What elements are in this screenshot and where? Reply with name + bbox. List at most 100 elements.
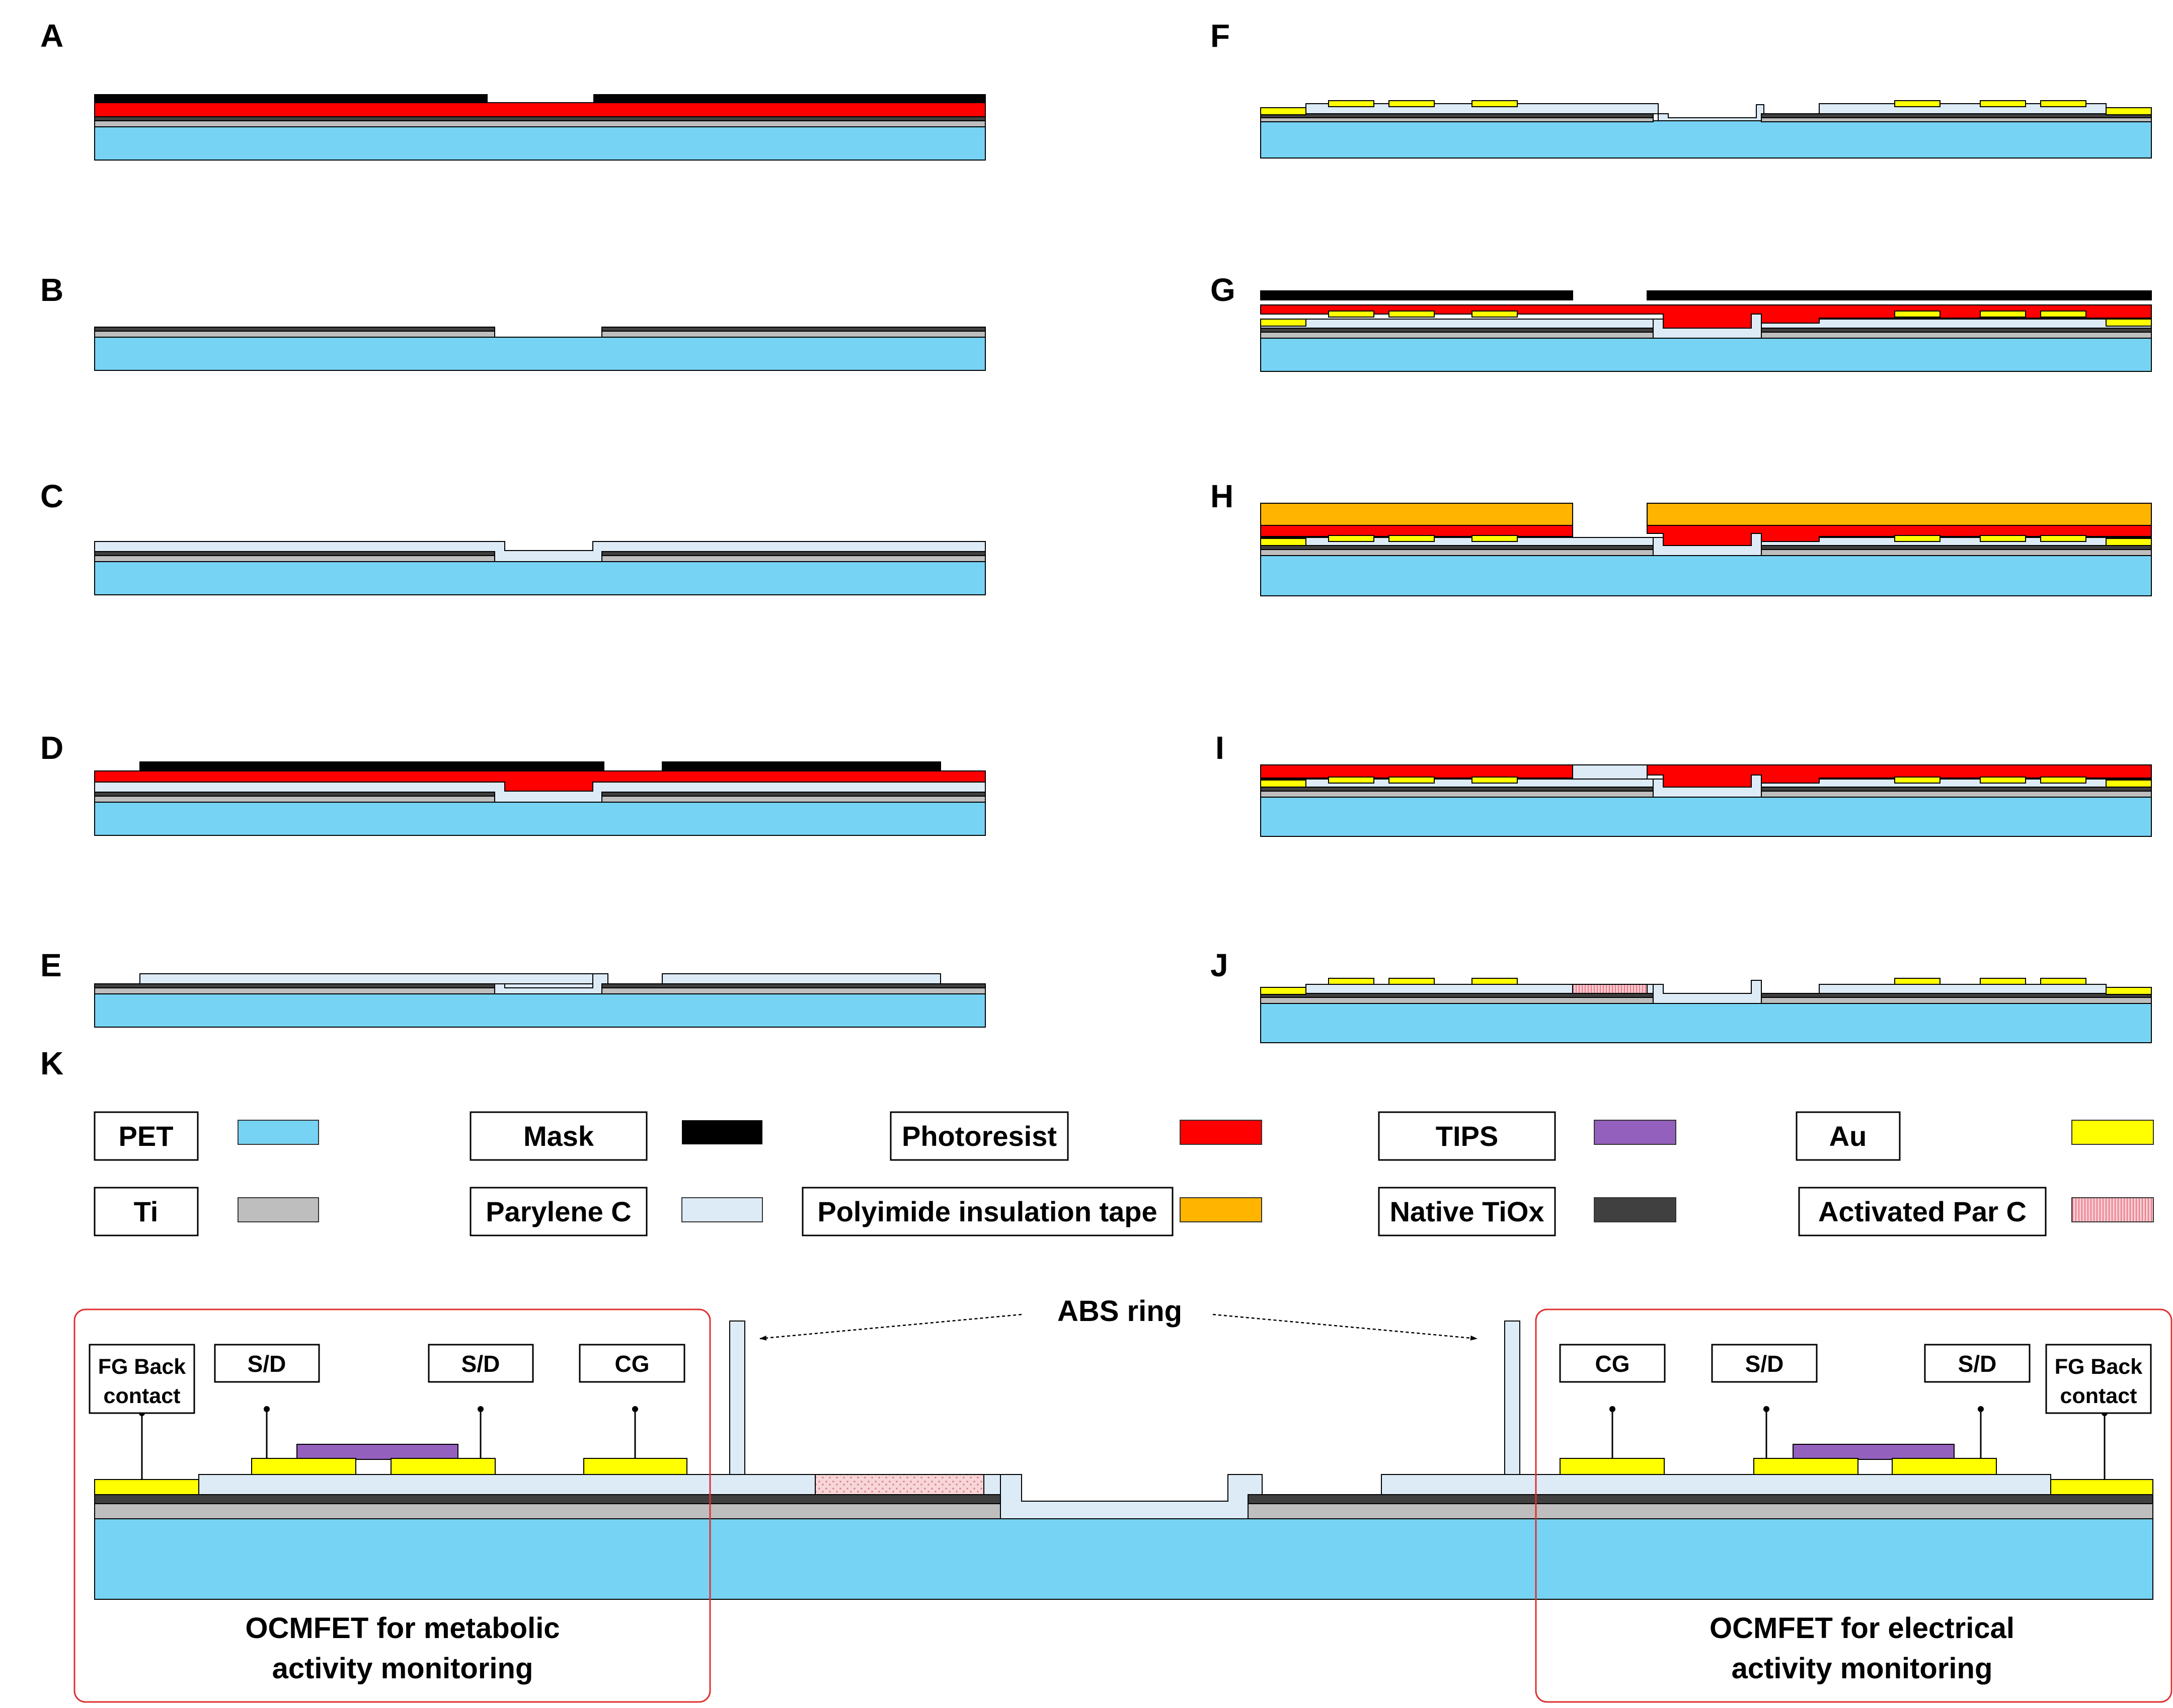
au-contact xyxy=(2106,538,2152,546)
ti-layer xyxy=(1761,117,2152,122)
parylene-trench xyxy=(1653,774,1762,798)
terminal-dot xyxy=(1763,1406,1769,1412)
au-electrode xyxy=(1980,777,2026,784)
au-electrode xyxy=(1980,310,2026,318)
ti-layer xyxy=(1761,997,2152,1004)
tape-layer xyxy=(1260,503,1573,526)
au-electrode xyxy=(2040,777,2086,784)
legend-swatch-activated xyxy=(2071,1197,2154,1222)
parylene-layer xyxy=(1381,1474,2051,1495)
au-electrode xyxy=(1328,978,1374,985)
panel-label-f: F xyxy=(1210,18,1230,54)
panel-label-i: I xyxy=(1215,730,1224,766)
parylene-trench xyxy=(1653,533,1762,556)
terminal-dot xyxy=(1609,1406,1615,1412)
legend-label-mask: Mask xyxy=(523,1120,594,1152)
tips-semiconductor xyxy=(296,1444,458,1460)
ti-layer xyxy=(1761,549,2152,556)
au-electrode xyxy=(1471,535,1518,542)
au-electrode xyxy=(1980,535,2026,542)
parylene-layer xyxy=(1260,779,1654,788)
parylene-layer xyxy=(139,973,596,984)
tiox-layer xyxy=(1248,1494,2153,1504)
tiox-layer xyxy=(601,983,986,988)
legend-swatch-photoresist xyxy=(1180,1120,1262,1145)
tips-semiconductor xyxy=(1793,1444,1955,1460)
parylene-layer xyxy=(1761,537,2152,546)
cg-text-left: CG xyxy=(615,1351,650,1377)
tiox-layer xyxy=(1761,113,2152,118)
legend-label-au: Au xyxy=(1829,1120,1867,1152)
ti-layer xyxy=(1260,997,1654,1004)
photoresist-layer xyxy=(94,770,986,792)
au-electrode xyxy=(1471,310,1518,318)
device-cross-section xyxy=(94,1321,2153,1600)
ti-layer xyxy=(601,331,986,338)
parylene-layer xyxy=(1761,319,2152,329)
cg-text-right: CG xyxy=(1595,1351,1630,1377)
parylene-layer xyxy=(1260,537,1654,546)
mask-segment xyxy=(662,761,941,771)
ti-layer xyxy=(1260,549,1654,556)
panel-label-e: E xyxy=(40,947,62,983)
panel-label-d: D xyxy=(40,730,63,766)
legend-label-tiox: Native TiOx xyxy=(1389,1196,1544,1227)
au-electrode xyxy=(1894,535,1941,542)
photoresist-layer xyxy=(1260,764,1573,779)
ti-layer xyxy=(94,1503,1001,1519)
fg-back-contact-label-right xyxy=(2045,1344,2152,1414)
legend: PET Mask Photoresist TIPS Au Ti Parylene… xyxy=(94,1111,2154,1236)
legend-swatch-ti xyxy=(238,1197,319,1222)
right-ocmfet-frame xyxy=(1535,1308,2172,1703)
left-caption-line1: OCMFET for metabolic xyxy=(245,1612,560,1645)
legend-label-ti: Ti xyxy=(134,1196,159,1227)
sd-text-right-2: S/D xyxy=(1958,1351,1997,1377)
panel-h-diagram xyxy=(1260,503,2152,596)
left-caption-line2: activity monitoring xyxy=(272,1652,533,1685)
legend-label-tips: TIPS xyxy=(1436,1120,1498,1152)
au-electrode xyxy=(1388,310,1435,318)
au-electrode xyxy=(1388,978,1435,985)
s-d-electrode xyxy=(251,1458,356,1475)
legend-swatch-pet xyxy=(238,1120,319,1145)
panel-label-g: G xyxy=(1210,272,1235,308)
legend-swatch-tips xyxy=(1594,1120,1676,1145)
tiox-layer xyxy=(601,792,986,797)
au-electrode xyxy=(1980,978,2026,985)
tiox-layer xyxy=(1761,787,2152,792)
panel-label-a: A xyxy=(40,18,63,54)
ti-layer xyxy=(1260,791,1654,798)
legend-box-au xyxy=(1796,1111,1901,1161)
tiox-layer xyxy=(1761,328,2152,333)
photoresist-layer xyxy=(1260,525,1573,537)
sd-text-left-1: S/D xyxy=(248,1351,286,1377)
au-electrode xyxy=(1471,777,1518,784)
parylene-layer xyxy=(94,541,986,562)
tiox-layer xyxy=(94,792,495,797)
au-contact xyxy=(2106,780,2152,788)
legend-label-pet: PET xyxy=(119,1120,174,1152)
tiox-layer xyxy=(94,983,495,988)
au-electrode xyxy=(1388,100,1435,107)
ti-layer xyxy=(601,796,986,803)
cg-electrode xyxy=(583,1458,687,1475)
au-electrode xyxy=(1328,777,1374,784)
tiox-layer xyxy=(1761,545,2152,550)
activated-parylene xyxy=(1572,984,1648,994)
fg-back-line1-left: FG Back xyxy=(98,1355,186,1379)
parylene-trench xyxy=(1000,1474,1263,1519)
terminal-dot xyxy=(264,1406,270,1412)
tiox-layer xyxy=(1260,993,1654,998)
tiox-layer xyxy=(601,327,986,332)
fg-back-contact-au xyxy=(94,1479,199,1495)
abs-ring-wall-left xyxy=(729,1321,745,1475)
pet-substrate xyxy=(94,993,986,1028)
pet-substrate xyxy=(94,802,986,836)
parylene-trench xyxy=(494,973,608,994)
abs-ring-label: ABS ring xyxy=(1057,1295,1182,1328)
left-ocmfet-frame xyxy=(73,1308,711,1703)
au-electrode xyxy=(1328,535,1374,542)
cg-electrode xyxy=(1560,1458,1665,1475)
parylene-layer xyxy=(1819,984,2107,994)
tiox-layer xyxy=(94,327,495,332)
